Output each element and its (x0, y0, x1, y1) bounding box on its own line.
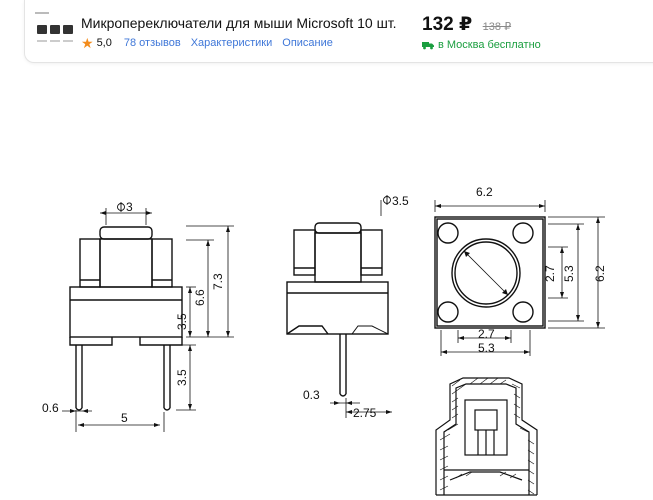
dim-width-6-2: 6.2 (476, 185, 493, 199)
dim-v-6-2: 6.2 (593, 265, 607, 282)
dim-v-5-3: 5.3 (562, 265, 576, 282)
product-header: Микропереключатели для мыши Microsoft 10… (24, 0, 653, 63)
description-link[interactable]: Описание (282, 37, 333, 49)
delivery-text: в Москва бесплатно (438, 39, 541, 51)
reviews-link[interactable]: 78 отзывов (123, 37, 181, 49)
product-title[interactable]: Микропереключатели для мыши Microsoft 10… (81, 15, 397, 31)
dim-height-7-3: 7.3 (211, 273, 225, 290)
technical-drawing: 3 3.5 6.2 0.6 5 0.3 2.75 2.7 5.3 7.3 6.6… (42, 185, 607, 496)
cross-section (435, 377, 538, 496)
delivery-info: в Москва бесплатно (422, 39, 541, 51)
truck-icon (422, 41, 434, 49)
dim-h-5-3: 5.3 (478, 341, 495, 355)
specs-link[interactable]: Характеристики (190, 37, 273, 49)
price: 132 ₽ (422, 14, 473, 35)
dim-lead-0-6: 0.6 (42, 401, 59, 415)
dim-height-6-6: 6.6 (193, 289, 207, 306)
price-block: 132 ₽ 138 ₽ (422, 13, 511, 36)
dim-offset-2-75: 2.75 (353, 406, 377, 420)
dim-body-3-5: 3.5 (175, 313, 189, 330)
old-price: 138 ₽ (482, 21, 512, 33)
dim-v-2-7: 2.7 (543, 265, 557, 282)
dim-lead-3-5: 3.5 (175, 369, 189, 386)
dim-diameter-3: 3 (126, 200, 133, 214)
star-icon: ★ (81, 34, 94, 51)
front-view-left (69, 226, 183, 411)
product-meta-row: ★ 5,0 78 отзывов Характеристики Описание (81, 34, 343, 51)
rating-value: 5,0 (96, 37, 112, 49)
dim-h-2-7: 2.7 (478, 327, 495, 341)
dim-lead-0-3: 0.3 (303, 388, 320, 402)
dim-pitch-5: 5 (121, 411, 128, 425)
product-thumbnail[interactable] (33, 12, 77, 46)
dim-diameter-3-5: 3.5 (392, 194, 409, 208)
top-view-right (434, 216, 546, 329)
side-view-middle (286, 222, 389, 397)
